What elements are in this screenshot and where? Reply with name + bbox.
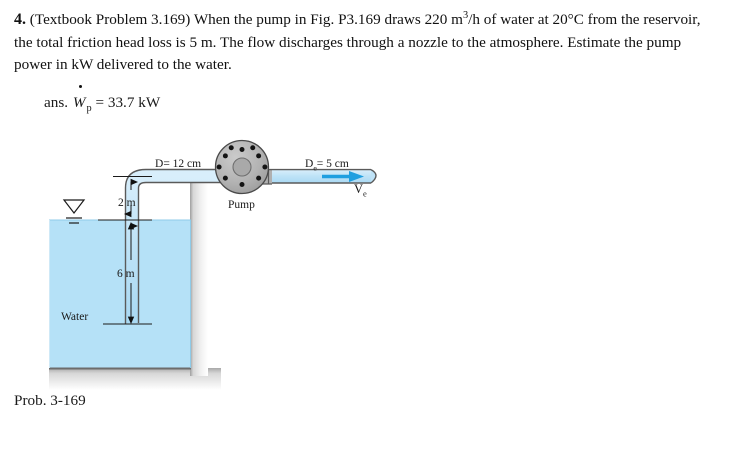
suction-pipe-outer-edge bbox=[124, 168, 232, 323]
time-derivative-dot-icon bbox=[78, 85, 82, 89]
exit-diameter-label: De= 5 cm bbox=[305, 158, 349, 173]
exit-diameter-subscript: e bbox=[313, 163, 317, 173]
figure-p3-169: D= 12 cm De= 5 cm Ve Pump 2 m 6 m Water bbox=[0, 128, 470, 390]
power-symbol-letter: W bbox=[72, 94, 86, 111]
inlet-diameter-value: = 12 cm bbox=[163, 158, 202, 170]
height-above-surface-label: 2 m bbox=[118, 197, 136, 209]
problem-number: 4. bbox=[14, 11, 26, 28]
reservoir-right-wall bbox=[190, 171, 208, 376]
exit-diameter-symbol: D bbox=[305, 158, 314, 170]
inlet-diameter-symbol: D bbox=[155, 158, 164, 170]
figure-caption: Prob. 3-169 bbox=[14, 392, 86, 409]
problem-statement: 4. (Textbook Problem 3.169) When the pum… bbox=[14, 8, 720, 76]
problem-text: 4. (Textbook Problem 3.169) When the pum… bbox=[14, 8, 720, 76]
figure-drawing bbox=[49, 139, 377, 390]
dimension-6m bbox=[103, 222, 152, 325]
pump-label: Pump bbox=[228, 199, 255, 211]
exit-velocity-symbol: V bbox=[354, 182, 364, 196]
exit-diameter-value: = 5 cm bbox=[316, 158, 349, 170]
pump-bolt-ring bbox=[216, 145, 268, 187]
cubic-exponent: 3 bbox=[462, 9, 469, 21]
reservoir-floor-shadow bbox=[49, 368, 221, 390]
exit-velocity-label: Ve bbox=[354, 182, 367, 199]
inlet-diameter-label: D= 12 cm bbox=[155, 158, 201, 170]
suction-pipe-inner-edge bbox=[137, 181, 232, 323]
free-surface-symbol-icon bbox=[62, 199, 86, 224]
problem-reference: (Textbook Problem 3.169) bbox=[29, 11, 191, 28]
problem-line2: 20°C from the reservoir, the total frict… bbox=[14, 11, 701, 51]
dimension-2m bbox=[98, 176, 152, 221]
fluid-label: Water bbox=[61, 311, 89, 323]
answer-equals: = bbox=[95, 94, 105, 111]
exit-velocity-arrow bbox=[322, 171, 364, 182]
pump-hub bbox=[232, 157, 252, 177]
discharge-pipe-fill bbox=[268, 170, 371, 183]
problem-line3: nozzle to the atmosphere. Estimate the p… bbox=[14, 33, 682, 73]
answer-value: 33.7 kW bbox=[107, 94, 161, 111]
nozzle-tip bbox=[370, 168, 377, 184]
depth-below-surface-label: 6 m bbox=[117, 268, 135, 280]
answer-prefix: ans. bbox=[44, 94, 69, 111]
power-subscript: p bbox=[86, 103, 92, 115]
problem-line1-b: /h of water at bbox=[468, 11, 549, 28]
power-symbol: W bbox=[72, 85, 87, 112]
problem-line1-a: When the pump in Fig. P3.169 draws 220 m bbox=[193, 11, 463, 28]
water-body bbox=[49, 220, 191, 368]
answer-line: ans. Wp = 33.7 kW bbox=[44, 85, 161, 115]
exit-velocity-subscript: e bbox=[363, 188, 367, 199]
